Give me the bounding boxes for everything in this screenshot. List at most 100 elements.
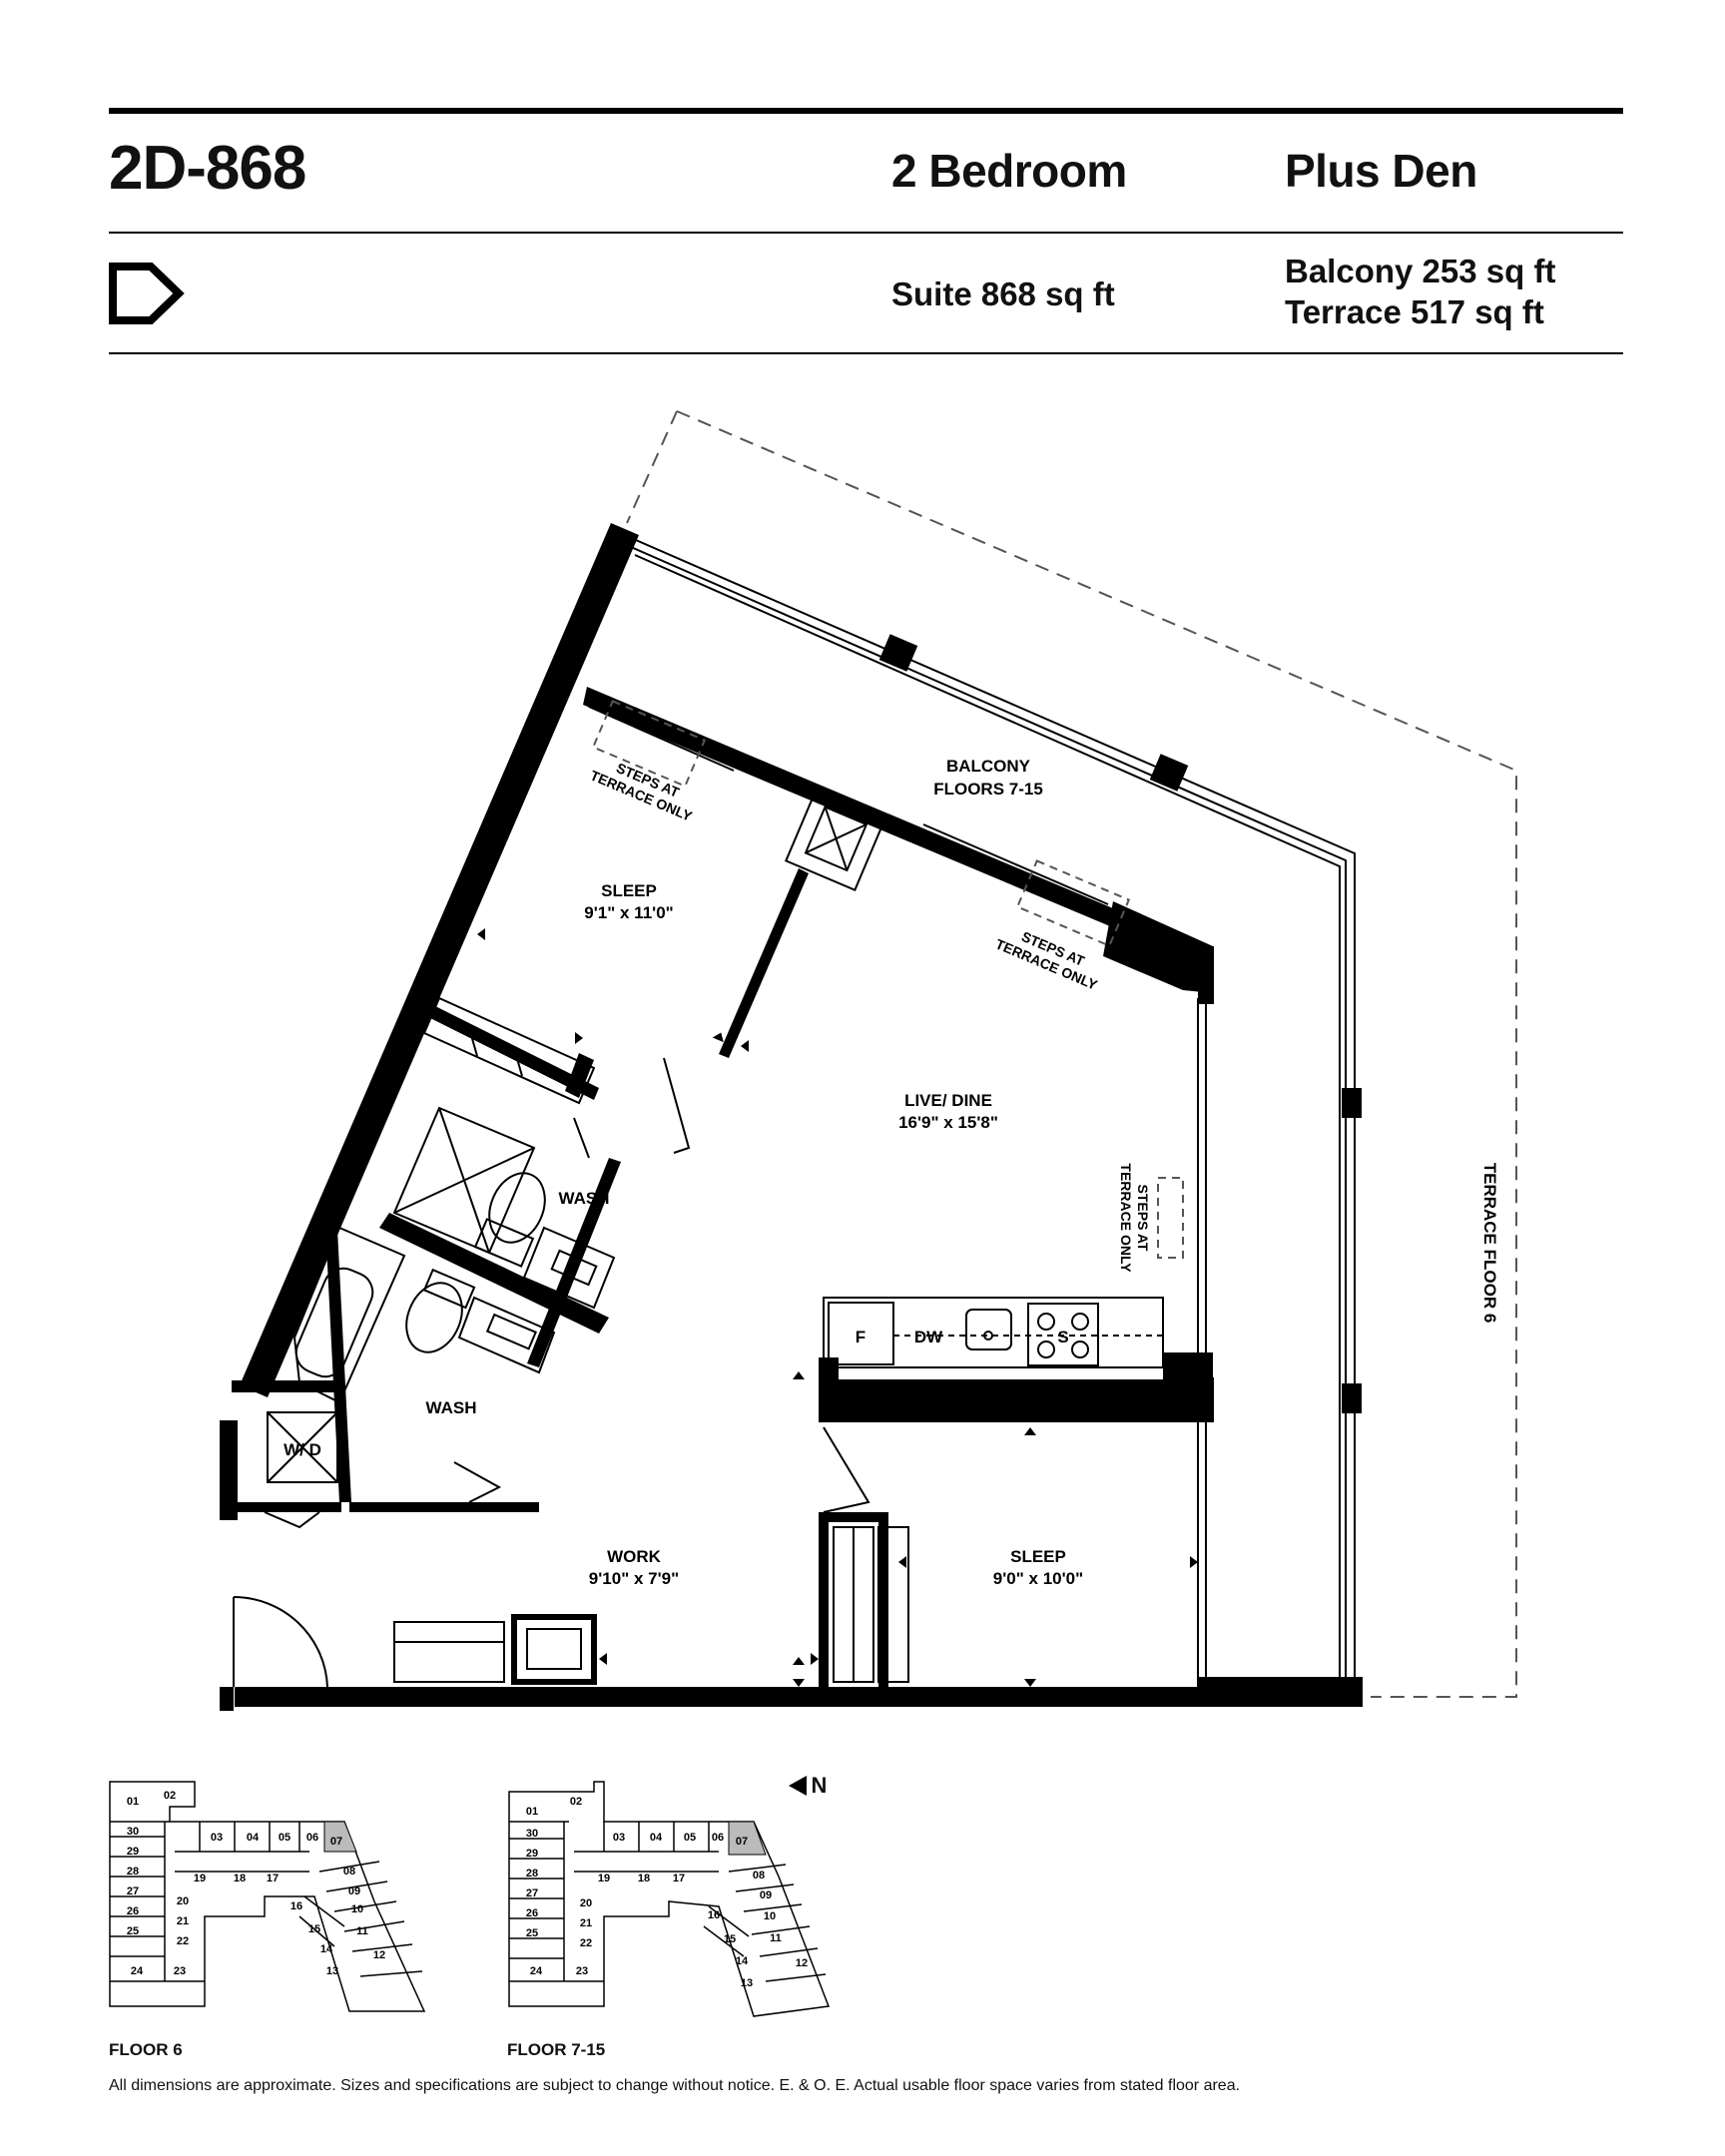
svg-text:10: 10 xyxy=(764,1910,776,1922)
svg-text:10: 10 xyxy=(351,1903,363,1915)
svg-text:18: 18 xyxy=(638,1873,650,1885)
balcony-post xyxy=(1342,1383,1362,1413)
dishwasher-label: DW xyxy=(914,1328,943,1347)
keyplan-highlight-unit xyxy=(323,1821,357,1853)
svg-text:25: 25 xyxy=(127,1925,139,1937)
svg-text:15: 15 xyxy=(724,1933,736,1945)
svg-text:09: 09 xyxy=(348,1886,360,1897)
svg-text:29: 29 xyxy=(526,1848,538,1860)
svg-text:01: 01 xyxy=(127,1796,139,1808)
steps-note-3a: STEPS AT xyxy=(1135,1185,1151,1252)
interior-walls xyxy=(232,868,888,1687)
svg-text:18: 18 xyxy=(234,1873,246,1885)
wash1-label: WASH xyxy=(559,1189,610,1208)
svg-text:17: 17 xyxy=(267,1873,279,1885)
svg-text:08: 08 xyxy=(343,1866,355,1878)
balcony-area: Balcony 253 sq ft xyxy=(1285,253,1556,289)
sleep1-dim: 9'1" x 11'0" xyxy=(584,903,673,922)
sleep2-label: SLEEP xyxy=(1010,1547,1066,1566)
svg-text:25: 25 xyxy=(526,1927,538,1939)
svg-text:06: 06 xyxy=(712,1832,724,1844)
svg-text:05: 05 xyxy=(279,1832,290,1844)
mechanical-shaft xyxy=(511,1614,597,1685)
terrace-outline xyxy=(676,410,1517,1698)
svg-text:16: 16 xyxy=(708,1909,720,1921)
wash2-label: WASH xyxy=(426,1398,477,1417)
svg-text:17: 17 xyxy=(673,1873,685,1885)
svg-text:05: 05 xyxy=(684,1832,696,1844)
header-bottom-rule xyxy=(109,352,1623,354)
svg-text:02: 02 xyxy=(570,1796,582,1808)
live-dine-label: LIVE/ DINE xyxy=(904,1091,992,1110)
terrace-floor-label: TERRACE FLOOR 6 xyxy=(1480,1163,1499,1324)
washer-dryer xyxy=(267,1411,338,1483)
balcony-label: BALCONY xyxy=(946,757,1031,776)
svg-text:08: 08 xyxy=(753,1870,765,1882)
svg-text:28: 28 xyxy=(526,1868,538,1880)
stove-label: S xyxy=(1057,1328,1068,1347)
svg-text:21: 21 xyxy=(177,1915,189,1927)
suite-area: Suite 868 sq ft xyxy=(891,275,1115,312)
svg-text:07: 07 xyxy=(736,1836,748,1848)
d-arrow-logo-icon xyxy=(109,263,185,324)
svg-text:15: 15 xyxy=(308,1923,320,1935)
svg-text:23: 23 xyxy=(576,1965,588,1977)
svg-text:24: 24 xyxy=(131,1965,144,1977)
plus-den: Plus Den xyxy=(1285,145,1477,197)
svg-text:02: 02 xyxy=(164,1790,176,1802)
svg-text:22: 22 xyxy=(177,1935,189,1947)
floor6-label: FLOOR 6 xyxy=(109,2040,183,2059)
svg-text:04: 04 xyxy=(650,1832,663,1844)
svg-text:03: 03 xyxy=(211,1832,223,1844)
svg-text:11: 11 xyxy=(356,1925,368,1937)
balcony-post xyxy=(878,634,918,672)
terrace-area: Terrace 517 sq ft xyxy=(1285,293,1544,330)
svg-text:22: 22 xyxy=(580,1937,592,1949)
sleep1-label: SLEEP xyxy=(601,881,657,900)
svg-text:16: 16 xyxy=(290,1900,302,1912)
svg-text:30: 30 xyxy=(127,1826,139,1838)
mechanical-shaft xyxy=(526,1628,582,1670)
vanity xyxy=(522,1226,616,1310)
live-dine-dim: 16'9" x 15'8" xyxy=(898,1113,998,1132)
kitchen-island-wall xyxy=(1163,1352,1213,1382)
svg-text:20: 20 xyxy=(177,1895,189,1907)
exterior-walls xyxy=(220,523,1363,1711)
balcony-post xyxy=(1149,754,1189,792)
svg-text:03: 03 xyxy=(613,1832,625,1844)
header-divider xyxy=(109,232,1623,234)
svg-text:28: 28 xyxy=(127,1866,139,1878)
closet xyxy=(422,996,596,1105)
vanity xyxy=(457,1296,556,1374)
north-label: N xyxy=(811,1773,828,1798)
svg-text:30: 30 xyxy=(526,1828,538,1840)
svg-text:21: 21 xyxy=(580,1917,592,1929)
dimension-arrows xyxy=(477,928,1198,1687)
svg-text:11: 11 xyxy=(770,1932,782,1944)
unit-code: 2D-868 xyxy=(109,134,306,203)
floor7-15-label: FLOOR 7-15 xyxy=(507,2040,606,2059)
work-label: WORK xyxy=(607,1547,662,1566)
wd-label: W/ D xyxy=(284,1440,321,1459)
top-rule xyxy=(109,108,1623,114)
svg-text:26: 26 xyxy=(127,1905,139,1917)
keyplan-highlight-unit xyxy=(728,1821,767,1856)
svg-text:14: 14 xyxy=(736,1955,749,1967)
toilet xyxy=(473,1172,546,1268)
svg-text:26: 26 xyxy=(526,1907,538,1919)
svg-text:06: 06 xyxy=(306,1832,318,1844)
kitchen xyxy=(823,1297,1164,1368)
svg-text:27: 27 xyxy=(127,1886,139,1897)
north-arrow-icon xyxy=(789,1776,807,1796)
sleep2-dim: 9'0" x 10'0" xyxy=(993,1569,1083,1588)
doors xyxy=(233,1057,870,1688)
closet xyxy=(393,1526,909,1683)
svg-text:29: 29 xyxy=(127,1846,139,1858)
svg-text:01: 01 xyxy=(526,1806,538,1818)
toilet xyxy=(405,1268,476,1353)
disclaimer: All dimensions are approximate. Sizes an… xyxy=(109,2077,1241,2094)
windows xyxy=(588,698,1207,1687)
